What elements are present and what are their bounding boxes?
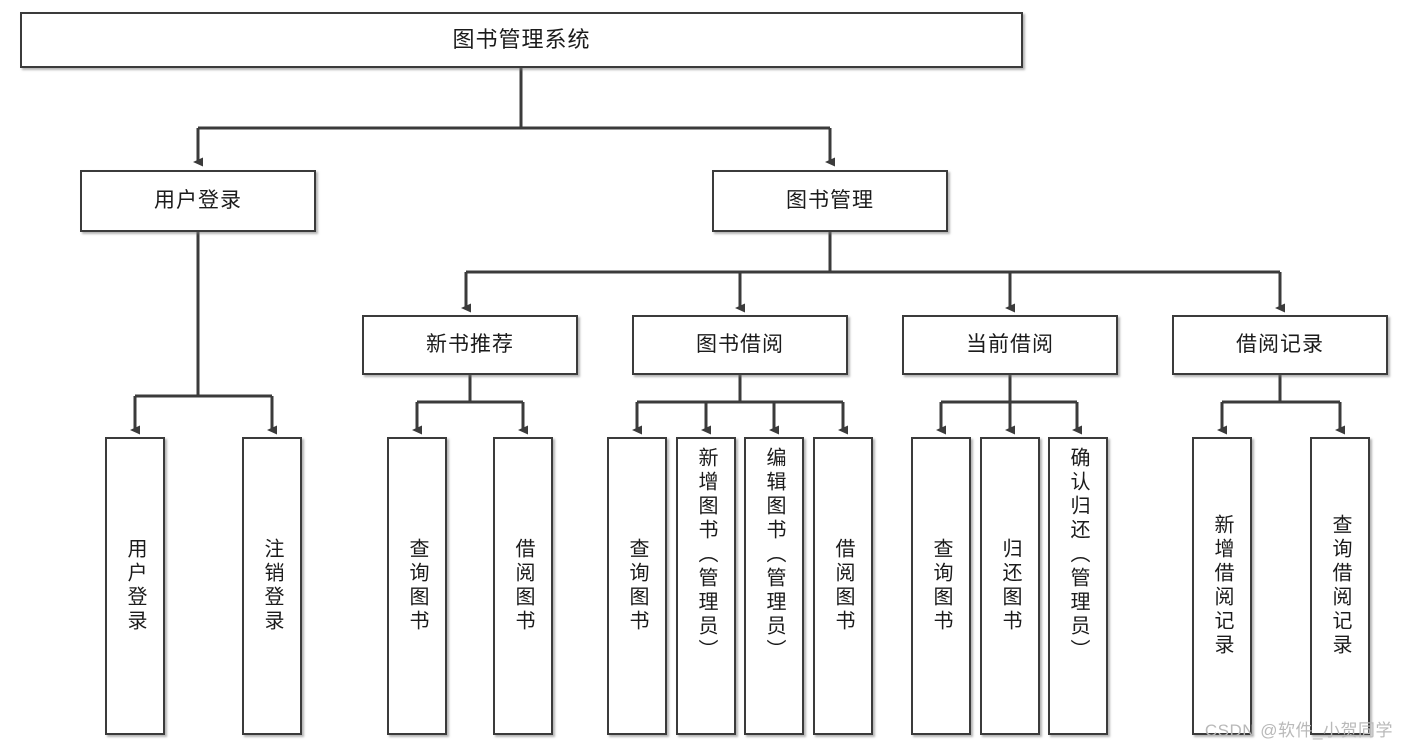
node-label: 查询图书 [930, 538, 952, 634]
node-label: 借阅图书 [512, 538, 534, 634]
node-leaf-edit-book[interactable]: 编辑图书（管理员） [744, 437, 804, 735]
node-leaf-confirm-return[interactable]: 确认归还（管理员） [1048, 437, 1108, 735]
node-leaf-borrow-book-1[interactable]: 借阅图书 [493, 437, 553, 735]
node-leaf-borrow-book-2[interactable]: 借阅图书 [813, 437, 873, 735]
node-label: 借阅图书 [832, 538, 854, 634]
node-label: 用户登录 [124, 538, 146, 634]
watermark: CSDN @软件_小贺同学 [1204, 721, 1393, 740]
node-leaf-user-login[interactable]: 用户登录 [105, 437, 165, 735]
node-label: 编辑图书（管理员） [763, 447, 785, 663]
node-label: 查询图书 [626, 538, 648, 634]
node-root-system[interactable]: 图书管理系统 [20, 12, 1023, 68]
node-label: 查询借阅记录 [1329, 514, 1351, 658]
node-label: 图书管理系统 [452, 27, 591, 53]
node-label: 新增图书（管理员） [695, 447, 717, 663]
node-leaf-add-record[interactable]: 新增借阅记录 [1192, 437, 1252, 735]
node-label: 新增借阅记录 [1211, 514, 1233, 658]
node-label: 新书推荐 [426, 332, 514, 356]
node-leaf-query-book-3[interactable]: 查询图书 [911, 437, 971, 735]
node-leaf-query-record[interactable]: 查询借阅记录 [1310, 437, 1370, 735]
node-label: 注销登录 [261, 538, 283, 634]
node-borrow-record[interactable]: 借阅记录 [1172, 315, 1388, 375]
node-label: 确认归还（管理员） [1067, 447, 1089, 663]
node-leaf-query-book-2[interactable]: 查询图书 [607, 437, 667, 735]
node-leaf-return-book[interactable]: 归还图书 [980, 437, 1040, 735]
node-book-management[interactable]: 图书管理 [712, 170, 948, 232]
node-label: 查询图书 [406, 538, 428, 634]
node-label: 当前借阅 [966, 332, 1054, 356]
node-book-borrow[interactable]: 图书借阅 [632, 315, 848, 375]
node-leaf-query-book-1[interactable]: 查询图书 [387, 437, 447, 735]
node-label: 归还图书 [999, 538, 1021, 634]
node-new-book-recommend[interactable]: 新书推荐 [362, 315, 578, 375]
node-label: 用户登录 [154, 188, 242, 212]
node-current-borrow[interactable]: 当前借阅 [902, 315, 1118, 375]
node-label: 图书借阅 [696, 332, 784, 356]
node-user-login[interactable]: 用户登录 [80, 170, 316, 232]
node-leaf-logout[interactable]: 注销登录 [242, 437, 302, 735]
node-leaf-add-book[interactable]: 新增图书（管理员） [676, 437, 736, 735]
node-label: 借阅记录 [1236, 332, 1324, 356]
node-label: 图书管理 [786, 188, 874, 212]
